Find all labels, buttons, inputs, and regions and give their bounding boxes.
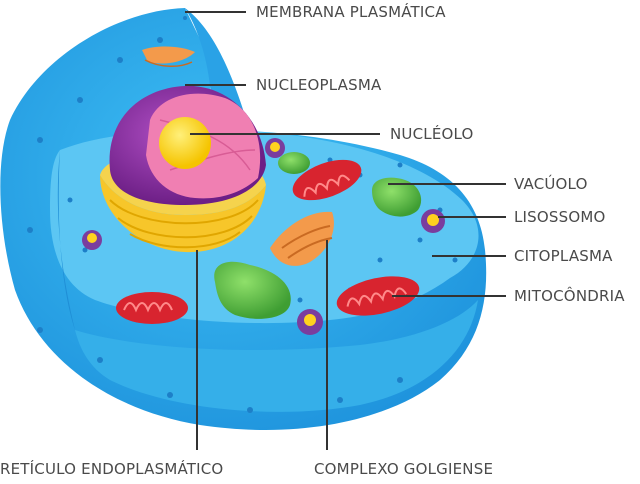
lysosomes xyxy=(82,138,445,335)
golgi-complex xyxy=(270,211,334,266)
label-golgi-complex: COMPLEXO GOLGIENSE xyxy=(314,460,494,478)
label-mitochondria: MITOCÔNDRIA xyxy=(514,287,625,305)
label-nucleoplasm: NUCLEOPLASMA xyxy=(256,76,382,94)
nucleolus xyxy=(159,117,211,169)
golgi-small xyxy=(142,46,195,67)
mitochondria xyxy=(116,159,420,324)
label-endoplasmic-reticulum: RETÍCULO ENDOPLASMÁTICO xyxy=(0,460,224,478)
label-plasma-membrane: MEMBRANA PLASMÁTICA xyxy=(256,3,446,21)
leader-lines xyxy=(185,11,506,450)
label-vacuole: VACÚOLO xyxy=(514,175,588,193)
vacuoles xyxy=(214,152,422,319)
label-nucleolus: NUCLÉOLO xyxy=(390,125,474,143)
label-lysosome: LISOSSOMO xyxy=(514,208,606,226)
label-cytoplasm: CITOPLASMA xyxy=(514,247,613,265)
